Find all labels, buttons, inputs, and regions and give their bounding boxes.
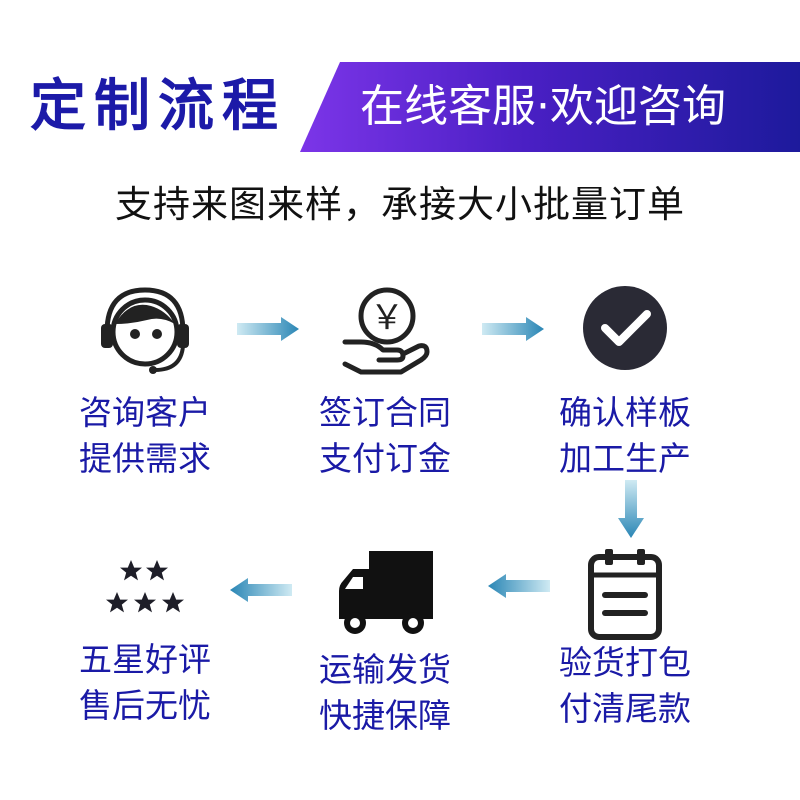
- clipboard-icon: [588, 549, 662, 640]
- arrow-left-2: [230, 578, 292, 602]
- step-consult-label: 咨询客户 提供需求: [50, 390, 240, 482]
- five-stars-icon: [106, 560, 184, 613]
- step-contract-line1: 签订合同: [319, 393, 451, 432]
- step-contract-label: 签订合同 支付订金: [290, 390, 480, 482]
- step-shipping-line1: 运输发货: [319, 650, 451, 689]
- step-consult-line1: 咨询客户: [79, 393, 211, 432]
- header: 定制流程 在线客服·欢迎咨询: [0, 62, 800, 152]
- step-sample-line1: 确认样板: [559, 393, 691, 432]
- currency-symbol: ￥: [370, 298, 404, 338]
- customer-service-icon: [101, 287, 189, 374]
- step-inspect: 验货打包 付清尾款: [530, 545, 720, 745]
- step-consult: 咨询客户 提供需求: [50, 280, 240, 480]
- step-inspect-label: 验货打包 付清尾款: [530, 640, 720, 732]
- step-review-line2: 售后无忧: [79, 686, 211, 725]
- step-review-label: 五星好评 售后无忧: [50, 637, 240, 729]
- header-subtitle: 在线客服·欢迎咨询: [360, 81, 726, 132]
- step-review: 五星好评 售后无忧: [50, 555, 240, 745]
- step-consult-line2: 提供需求: [79, 439, 211, 478]
- step-sample: 确认样板 加工生产: [530, 280, 720, 480]
- payment-hand-icon: ￥: [342, 287, 430, 375]
- step-sample-line2: 加工生产: [559, 439, 691, 478]
- step-sample-label: 确认样板 加工生产: [530, 390, 720, 482]
- step-review-line1: 五星好评: [79, 640, 211, 679]
- header-banner: [300, 62, 800, 152]
- check-circle-icon: [583, 286, 667, 370]
- step-contract-line2: 支付订金: [319, 439, 451, 478]
- page-title: 定制流程: [30, 74, 286, 139]
- arrow-down: [618, 480, 644, 538]
- step-shipping: 运输发货 快捷保障: [290, 545, 480, 745]
- step-shipping-line2: 快捷保障: [319, 696, 451, 735]
- step-shipping-label: 运输发货 快捷保障: [290, 647, 480, 739]
- step-inspect-line1: 验货打包: [559, 643, 691, 682]
- arrow-right-2: [482, 317, 544, 341]
- arrow-right-1: [237, 317, 299, 341]
- step-inspect-line2: 付清尾款: [559, 689, 691, 728]
- step-contract: ￥ 签订合同 支付订金: [290, 280, 480, 480]
- arrow-left-1: [488, 574, 550, 598]
- tagline: 支持来图来样，承接大小批量订单: [115, 183, 685, 226]
- delivery-truck-icon: [339, 551, 433, 634]
